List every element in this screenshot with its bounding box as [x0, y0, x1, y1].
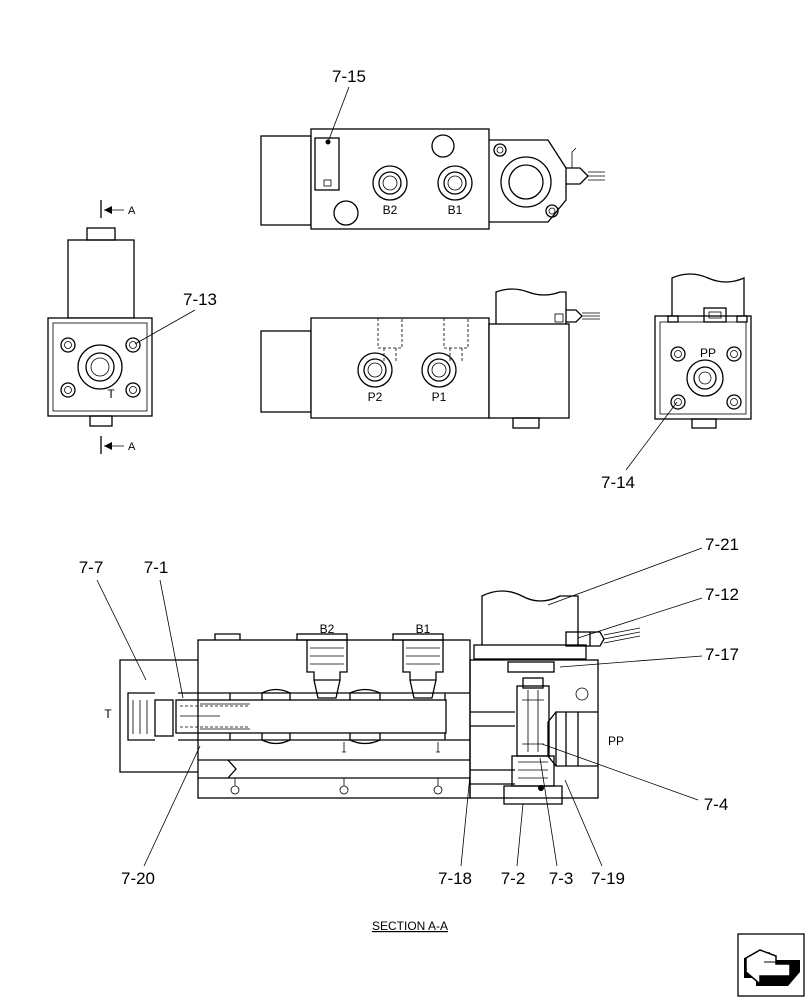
section-mark-top: A	[128, 205, 136, 217]
callout-7-19: 7-19	[591, 869, 625, 888]
port-label-p1: P1	[432, 390, 447, 404]
top-view: B2 B1 7-15	[260, 67, 605, 230]
callout-7-20: 7-20	[121, 869, 155, 888]
callout-7-3: 7-3	[549, 869, 574, 888]
port-label-b1-top: B1	[448, 203, 463, 217]
callout-7-2: 7-2	[501, 869, 526, 888]
arrow-next-icon[interactable]	[737, 933, 805, 997]
callout-7-17: 7-17	[705, 645, 739, 664]
callout-7-7: 7-7	[79, 558, 104, 577]
port-label-pp-end: PP	[700, 346, 716, 360]
left-end-view: T 7-13 A A	[47, 200, 217, 454]
callout-7-13: 7-13	[183, 290, 217, 309]
callout-7-21: 7-21	[705, 535, 739, 554]
port-label-t-end: T	[107, 387, 115, 401]
port-label-t-section: T	[104, 707, 112, 721]
callout-7-14: 7-14	[601, 473, 635, 492]
port-label-b2-section: B2	[320, 622, 335, 636]
port-label-p2: P2	[368, 390, 383, 404]
section-caption: SECTION A-A	[372, 919, 448, 933]
callout-7-1: 7-1	[144, 558, 169, 577]
callout-7-12: 7-12	[705, 585, 739, 604]
callout-7-4: 7-4	[704, 795, 729, 814]
port-label-b2-top: B2	[383, 203, 398, 217]
section-view: B2 B1	[79, 535, 739, 933]
right-end-view: PP 7-14	[601, 273, 752, 492]
port-label-b1-section: B1	[416, 622, 431, 636]
section-mark-bottom: A	[128, 441, 136, 453]
side-view: P2 P1	[260, 288, 600, 429]
callout-7-18: 7-18	[438, 869, 472, 888]
port-label-pp-section: PP	[608, 734, 624, 748]
callout-7-15: 7-15	[332, 67, 366, 86]
